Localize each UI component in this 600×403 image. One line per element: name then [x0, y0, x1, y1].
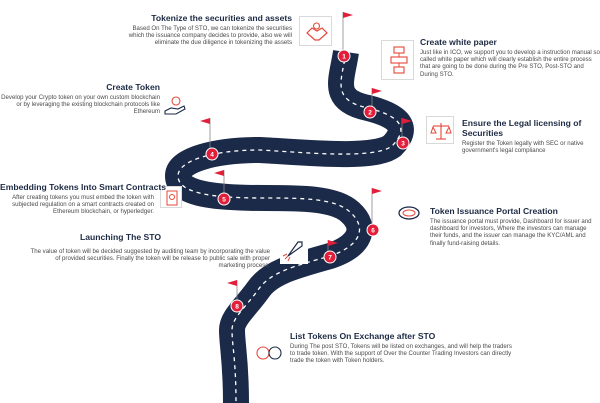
hand-coin-icon — [162, 94, 188, 118]
step-4: Create Token Develop your Crypto token o… — [0, 82, 160, 116]
step-number-4: 4 — [210, 151, 214, 158]
step-description: Develop your Crypto token on your own cu… — [1, 94, 160, 116]
step-1: Tokenize the securities and assets Based… — [120, 13, 292, 47]
step-title: Ensure the Legal licensing of Securities — [462, 118, 582, 138]
flowchart-icon — [381, 40, 414, 80]
step-number-8: 8 — [235, 303, 239, 310]
step-title: List Tokens On Exchange after STO — [290, 331, 436, 341]
step-number-7: 7 — [328, 254, 332, 261]
step-number-1: 1 — [342, 53, 346, 60]
step-description: The value of token will be decided sugge… — [30, 248, 270, 270]
step-7: Launching The STO The value of token wil… — [30, 232, 270, 270]
step-8: List Tokens On Exchange after STO During… — [290, 331, 516, 365]
step-2: Create white paper Just like in ICO, we … — [420, 37, 600, 78]
step-title: Launching The STO — [80, 232, 162, 242]
step-number-2: 2 — [368, 109, 372, 116]
exchange-icon — [254, 340, 284, 366]
step-description: The issuance portal must provide, Dashbo… — [430, 218, 592, 247]
step-title: Token Issuance Portal Creation — [430, 206, 558, 216]
step-description: Register the Token legally with SEC or n… — [462, 140, 584, 155]
step-3: Ensure the Legal licensing of Securities… — [462, 118, 600, 154]
step-description: Just like in ICO, we support you to deve… — [420, 49, 600, 78]
handshake-icon — [299, 16, 332, 46]
rocket-icon — [280, 236, 308, 264]
scales-icon — [426, 116, 454, 144]
step-title: Tokenize the securities and assets — [151, 13, 292, 23]
coin-hand-icon — [394, 203, 424, 227]
step-number-5: 5 — [222, 196, 226, 203]
step-6: Token Issuance Portal Creation The issua… — [430, 206, 600, 247]
step-markers: 1 2 3 4 5 6 7 8 — [205, 49, 410, 313]
contract-icon — [160, 186, 182, 208]
step-description: After creating tokens you must embed the… — [12, 194, 154, 216]
step-title: Create Token — [106, 82, 160, 92]
step-description: Based On The Type of STO, we can tokeniz… — [128, 25, 292, 47]
step-title: Create white paper — [420, 37, 497, 47]
step-title: Embedding Tokens Into Smart Contracts — [0, 182, 167, 192]
step-number-3: 3 — [401, 140, 405, 147]
step-number-6: 6 — [371, 227, 375, 234]
step-5: Embedding Tokens Into Smart Contracts Af… — [0, 182, 167, 216]
road-path — [165, 49, 414, 403]
step-description: During The post STO, Tokens will be list… — [290, 343, 512, 365]
